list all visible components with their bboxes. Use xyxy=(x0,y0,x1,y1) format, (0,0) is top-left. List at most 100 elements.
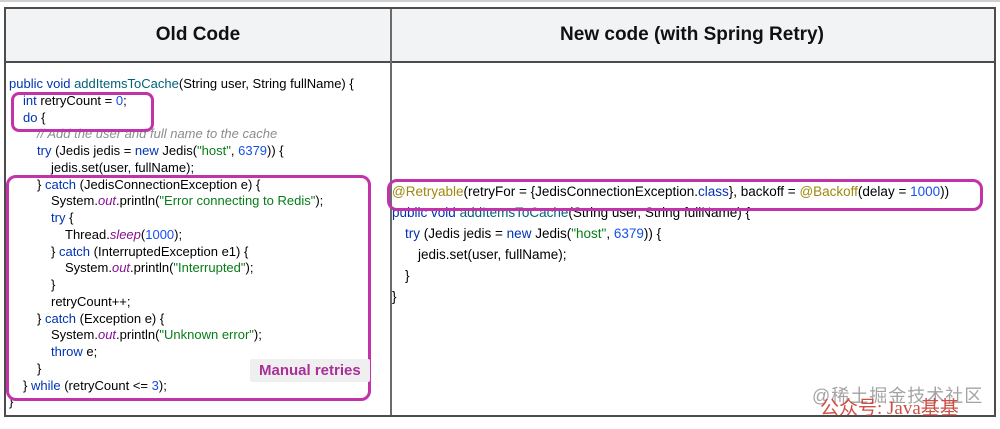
code-token: (Exception e) { xyxy=(76,310,165,326)
code-token: ); xyxy=(245,260,254,276)
code-line: Thread.sleep(1000); xyxy=(9,227,354,244)
code-line: do { xyxy=(9,110,354,127)
code-token: out xyxy=(97,193,117,209)
code-token: } xyxy=(392,289,397,304)
code-token: ); xyxy=(315,193,324,209)
code-token: } xyxy=(9,394,14,410)
code-token: catch xyxy=(58,243,91,259)
code-token: public xyxy=(392,205,428,220)
code-token: void xyxy=(431,205,456,220)
code-token: (String user, String fullName) { xyxy=(568,205,750,220)
code-token: ); xyxy=(158,377,167,393)
code-line: } xyxy=(9,394,354,411)
code-token: Jedis( xyxy=(158,143,198,158)
code-token: 1000 xyxy=(910,184,941,199)
code-token: // Add the user and full name to the cac… xyxy=(37,126,278,142)
code-token: .println( xyxy=(116,327,160,343)
juejin-watermark: @稀土掘金技术社区 xyxy=(812,386,984,406)
table-header-row: Old Code New code (with Spring Retry) xyxy=(6,9,994,63)
code-line: public void addItemsToCache(String user,… xyxy=(9,76,354,93)
code-token: (InterruptedException e1) { xyxy=(90,243,249,259)
code-token: try xyxy=(405,226,420,241)
code-token: Thread. xyxy=(65,226,110,242)
manual-retries-label: Manual retries xyxy=(250,359,370,382)
code-line: try (Jedis jedis = new Jedis("host", 637… xyxy=(9,143,354,160)
code-token: addItemsToCache xyxy=(459,205,569,220)
code-line: } xyxy=(392,286,949,307)
code-line: @Retryable(retryFor = {JedisConnectionEx… xyxy=(392,181,949,202)
code-token: new xyxy=(506,226,532,241)
window-top-edge xyxy=(0,0,1000,2)
code-token: jedis.set(user, fullName); xyxy=(418,247,567,262)
code-token: catch xyxy=(44,310,77,326)
code-line: try { xyxy=(9,210,354,227)
code-token: @Backoff xyxy=(799,184,858,199)
new-code-header: New code (with Spring Retry) xyxy=(560,24,824,45)
code-token: System. xyxy=(51,193,98,209)
code-line: System.out.println("Error connecting to … xyxy=(9,193,354,210)
code-token: .println( xyxy=(130,260,174,276)
code-token: e; xyxy=(82,344,98,359)
code-token: { xyxy=(65,210,74,225)
code-token: throw xyxy=(51,344,83,359)
code-line: int retryCount = 0; xyxy=(9,93,354,110)
code-line: try (Jedis jedis = new Jedis("host", 637… xyxy=(392,223,949,244)
column-divider xyxy=(390,9,392,415)
code-token: int xyxy=(23,92,37,108)
code-line: } catch (InterruptedException e1) { xyxy=(9,244,354,261)
code-token: } xyxy=(23,377,31,393)
code-line: // Add the user and full name to the cac… xyxy=(9,126,354,143)
code-token: addItemsToCache xyxy=(74,76,179,91)
code-token: "Unknown error" xyxy=(159,327,254,343)
code-token: 0 xyxy=(115,92,124,108)
code-line: throw e; xyxy=(9,344,354,361)
code-token: ); xyxy=(174,226,183,242)
code-token: )) xyxy=(940,184,950,199)
code-line: System.out.println("Unknown error"); xyxy=(9,327,354,344)
code-token: jedis.set(user, fullName); xyxy=(51,159,195,175)
code-token: } xyxy=(405,268,410,283)
code-token: class xyxy=(697,184,729,199)
code-token: )) { xyxy=(643,226,662,241)
code-token: , xyxy=(606,226,614,241)
code-line: jedis.set(user, fullName); xyxy=(9,160,354,177)
code-token: do xyxy=(23,109,38,125)
code-token: sleep xyxy=(109,226,141,242)
code-token: , xyxy=(230,143,239,158)
new-code-block: @Retryable(retryFor = {JedisConnectionEx… xyxy=(392,181,949,307)
code-token: 6379 xyxy=(238,143,268,158)
code-token: (Jedis jedis = xyxy=(420,226,507,241)
code-token: } xyxy=(51,243,59,259)
code-token: ( xyxy=(140,226,146,242)
code-line: jedis.set(user, fullName); xyxy=(392,244,949,265)
code-token: (Jedis jedis = xyxy=(51,143,135,158)
comparison-table: Old Code New code (with Spring Retry) pu… xyxy=(4,7,996,417)
code-token: new xyxy=(134,143,159,158)
code-line: } xyxy=(392,265,949,286)
code-line: } catch (JedisConnectionException e) { xyxy=(9,177,354,194)
code-token: 3 xyxy=(151,377,159,393)
code-token: "host" xyxy=(571,226,607,241)
code-token: } xyxy=(51,277,56,292)
code-line: } xyxy=(9,361,354,378)
code-token: catch xyxy=(44,176,77,192)
code-token: } xyxy=(37,360,42,376)
code-line: } while (retryCount <= 3); xyxy=(9,378,354,395)
code-token: void xyxy=(46,76,71,91)
code-token: try xyxy=(51,210,66,225)
code-token: retryCount = xyxy=(36,92,116,108)
code-token: )) { xyxy=(267,143,284,158)
code-token: (JedisConnectionException e) { xyxy=(76,176,261,192)
wechat-account-watermark: 公众号: Java基基 xyxy=(820,398,959,419)
code-token: 1000 xyxy=(145,226,175,242)
code-token: Jedis( xyxy=(531,226,572,241)
code-token: } xyxy=(37,176,45,192)
code-token: out xyxy=(111,260,131,276)
code-line: System.out.println("Interrupted"); xyxy=(9,260,354,277)
code-token: "Interrupted" xyxy=(173,260,246,276)
code-line: } xyxy=(9,277,354,294)
code-token: (delay = xyxy=(857,184,911,199)
code-token: try xyxy=(37,143,52,158)
code-token: (String user, String fullName) { xyxy=(178,76,354,91)
